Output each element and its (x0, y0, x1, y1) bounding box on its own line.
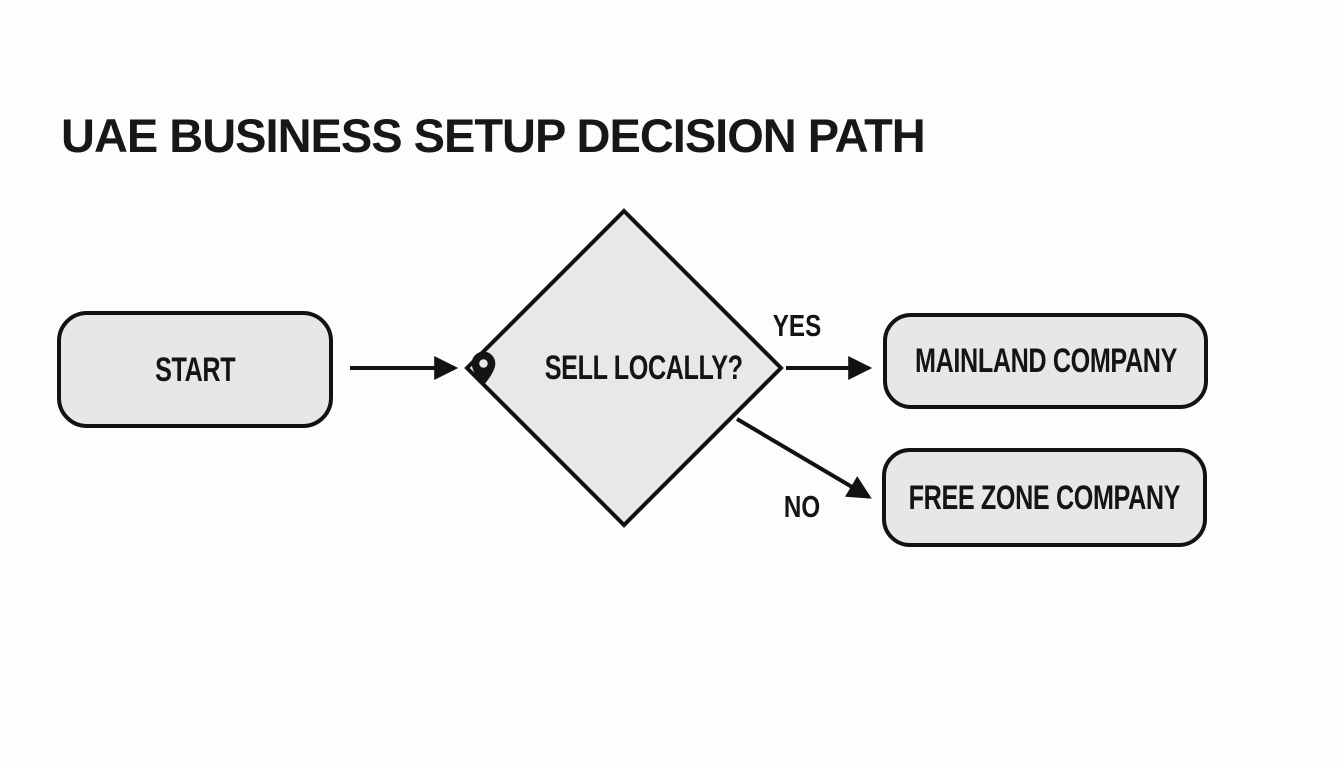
node-freezone-label: FREE ZONE COMPANY (908, 478, 1181, 517)
decision-diamond-shape (464, 208, 784, 528)
edge-label-yes: YES (772, 308, 822, 343)
edge-no-arrow (735, 417, 872, 499)
node-decision-label: SELL LOCALLY? (545, 349, 743, 387)
node-free-zone-company: FREE ZONE COMPANY (882, 448, 1207, 547)
node-start-label: START (154, 350, 236, 389)
node-start: START (57, 311, 333, 428)
node-mainland-label: MAINLAND COMPANY (914, 342, 1177, 380)
node-decision-sell-locally: SELL LOCALLY? (467, 212, 781, 524)
node-mainland-company: MAINLAND COMPANY (883, 313, 1208, 409)
page-title: UAE BUSINESS SETUP DECISION PATH (61, 109, 926, 162)
edge-label-no: NO (783, 489, 821, 524)
location-pin-icon (471, 351, 496, 385)
